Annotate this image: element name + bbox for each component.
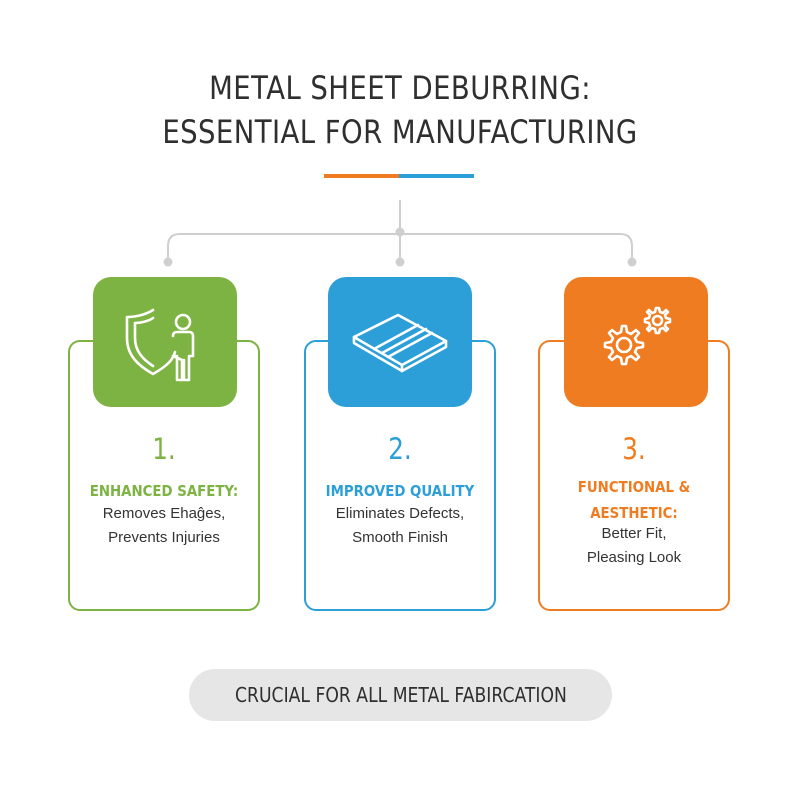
icon-tile-functional <box>564 277 708 407</box>
connector-node-left <box>163 257 173 267</box>
card-description: Removes Ehaĝes, Prevents Injuries <box>68 502 260 550</box>
connector-node-center <box>395 257 405 267</box>
card-description: Better Fit, Pleasing Look <box>538 522 730 570</box>
card-heading-line: FUNCTIONAL & <box>577 478 691 496</box>
connector-node-top <box>395 227 405 237</box>
card-description-line: Prevents Injuries <box>108 529 220 546</box>
title-accent-bar <box>324 174 474 178</box>
footer-banner: CRUCIAL FOR ALL METAL FABIRCATION <box>189 669 612 721</box>
icon-tile-quality <box>328 277 472 407</box>
icon-tile-safety <box>93 277 237 407</box>
card-heading-line: AESTHETIC: <box>590 504 678 522</box>
card-heading: ENHANCED SAFETY: <box>81 478 246 504</box>
accent-segment-blue <box>399 174 474 178</box>
gears-icon <box>603 306 672 366</box>
card-number: 3. <box>622 432 646 466</box>
accent-segment-orange <box>324 174 399 178</box>
page-title: METAL SHEET DEBURRING: ESSENTIAL FOR MAN… <box>56 66 744 154</box>
card-heading-line: ENHANCED SAFETY: <box>89 482 239 500</box>
card-heading-line: IMPROVED QUALITY <box>325 482 475 500</box>
footer-text: CRUCIAL FOR ALL METAL FABIRCATION <box>234 683 567 707</box>
card-description-line: Pleasing Look <box>586 549 682 566</box>
card-description-line: Better Fit, <box>601 525 667 542</box>
card-number: 1. <box>152 432 176 466</box>
title-line-2: ESSENTIAL FOR MANUFACTURING <box>162 113 638 151</box>
card-description-line: Smooth Finish <box>352 529 448 546</box>
card-description-line: Eliminates Defects, <box>335 505 465 522</box>
card-heading: FUNCTIONAL & AESTHETIC: <box>551 474 716 526</box>
card-description-line: Removes Ehaĝes, <box>102 505 226 522</box>
metal-sheet-icon <box>352 313 448 373</box>
shield-person-icon <box>125 308 195 382</box>
card-description: Eliminates Defects, Smooth Finish <box>304 502 496 550</box>
connector-node-right <box>627 257 637 267</box>
card-heading: IMPROVED QUALITY <box>317 478 482 504</box>
card-number: 2. <box>388 432 412 466</box>
title-line-1: METAL SHEET DEBURRING: <box>209 69 591 107</box>
